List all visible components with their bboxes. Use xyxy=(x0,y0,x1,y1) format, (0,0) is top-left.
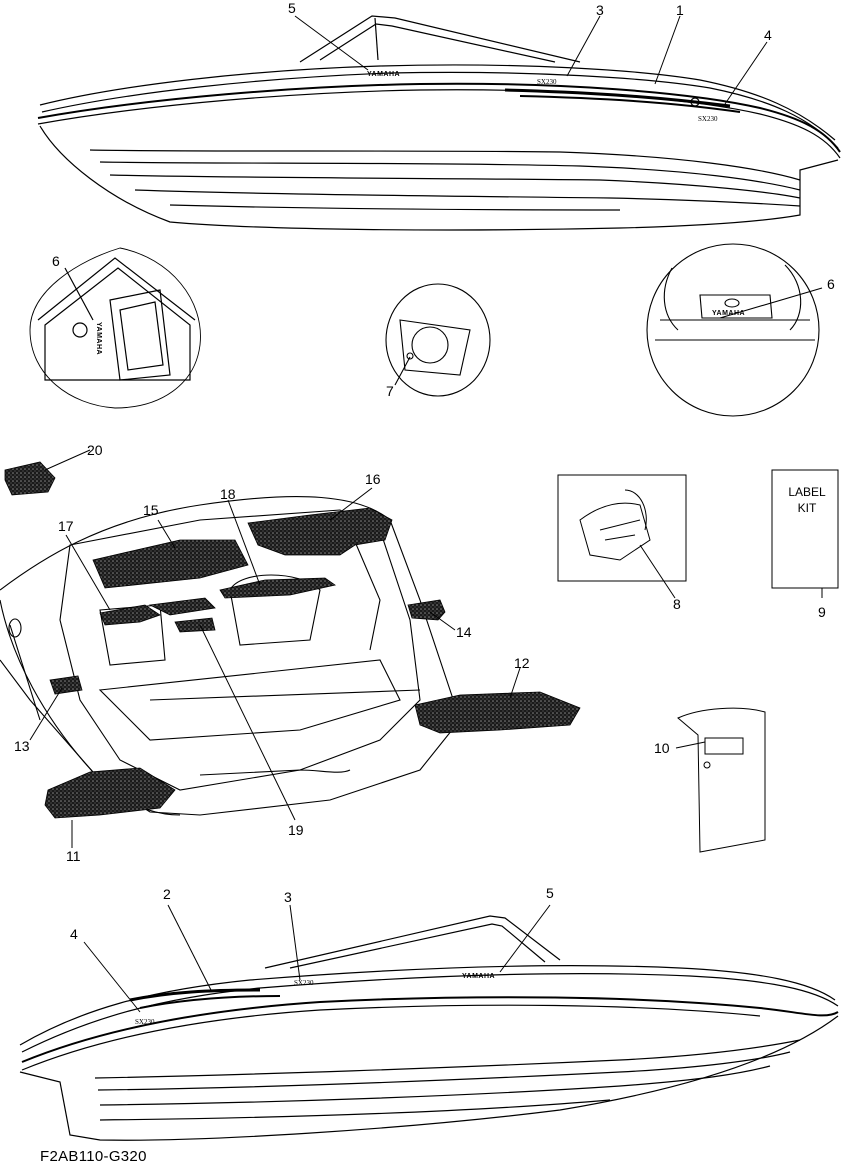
callout-17: 17 xyxy=(58,518,74,534)
top-boat-bow-decal: SX230 xyxy=(698,115,718,123)
bottom-boat-brand-decal: YAMAHA xyxy=(462,973,495,980)
part-9-label-kit xyxy=(771,469,839,598)
bow-brand-decal: YAMAHA xyxy=(95,322,102,355)
bottom-boat-bow-decal: SX230 xyxy=(135,1018,155,1026)
callout-3: 3 xyxy=(596,2,604,18)
bottom-boat-illustration xyxy=(19,915,839,1141)
drawing-code: F2AB110-G320 xyxy=(40,1148,147,1165)
callout-6: 6 xyxy=(827,276,835,292)
callout-4: 4 xyxy=(70,926,78,942)
mat-17b xyxy=(148,597,216,616)
mat-12 xyxy=(414,691,581,734)
top-boat-illustration xyxy=(37,15,841,231)
callout-12: 12 xyxy=(514,655,530,671)
non-skid-mats xyxy=(4,461,581,819)
mat-18 xyxy=(219,577,336,599)
mat-17 xyxy=(99,604,161,626)
top-boat-leader-lines xyxy=(294,15,768,105)
callout-8: 8 xyxy=(673,596,681,612)
callout-19: 19 xyxy=(288,822,304,838)
mat-11 xyxy=(44,767,176,819)
top-boat-model-decal: SX230 xyxy=(537,78,557,86)
cockpit-leader-lines xyxy=(29,449,521,848)
callout-9: 9 xyxy=(818,604,826,620)
callout-5: 5 xyxy=(546,885,554,901)
part-8-illustration xyxy=(557,474,687,599)
callout-10: 10 xyxy=(654,740,670,756)
label-kit-text: LABEL KIT xyxy=(788,485,826,515)
mat-15 xyxy=(92,539,249,589)
mat-14 xyxy=(407,599,446,621)
callout-16: 16 xyxy=(365,471,381,487)
callout-5: 5 xyxy=(288,0,296,16)
bottom-boat-leader-lines xyxy=(83,904,551,1013)
callout-1: 1 xyxy=(676,2,684,18)
callout-13: 13 xyxy=(14,738,30,754)
callout-7: 7 xyxy=(386,383,394,399)
bottom-boat-model-decal: SX230 xyxy=(294,979,314,987)
callout-6: 6 xyxy=(52,253,60,269)
callout-4: 4 xyxy=(764,27,772,43)
detail-circle-stern xyxy=(646,243,823,417)
callout-3: 3 xyxy=(284,889,292,905)
stern-brand-decal: YAMAHA xyxy=(712,310,745,317)
mat-13 xyxy=(49,675,83,695)
callout-14: 14 xyxy=(456,624,472,640)
callout-20: 20 xyxy=(87,442,103,458)
callout-2: 2 xyxy=(163,886,171,902)
detail-circle-helm xyxy=(385,283,491,397)
part-10-card xyxy=(675,707,766,853)
mat-20 xyxy=(4,461,56,496)
top-boat-brand-decal: YAMAHA xyxy=(367,71,400,78)
mat-19 xyxy=(174,617,216,633)
callout-15: 15 xyxy=(143,502,159,518)
cockpit-illustration xyxy=(0,496,461,816)
callout-18: 18 xyxy=(220,486,236,502)
detail-circle-bow xyxy=(29,247,201,409)
mat-16 xyxy=(247,507,393,556)
callout-11: 11 xyxy=(66,848,81,864)
